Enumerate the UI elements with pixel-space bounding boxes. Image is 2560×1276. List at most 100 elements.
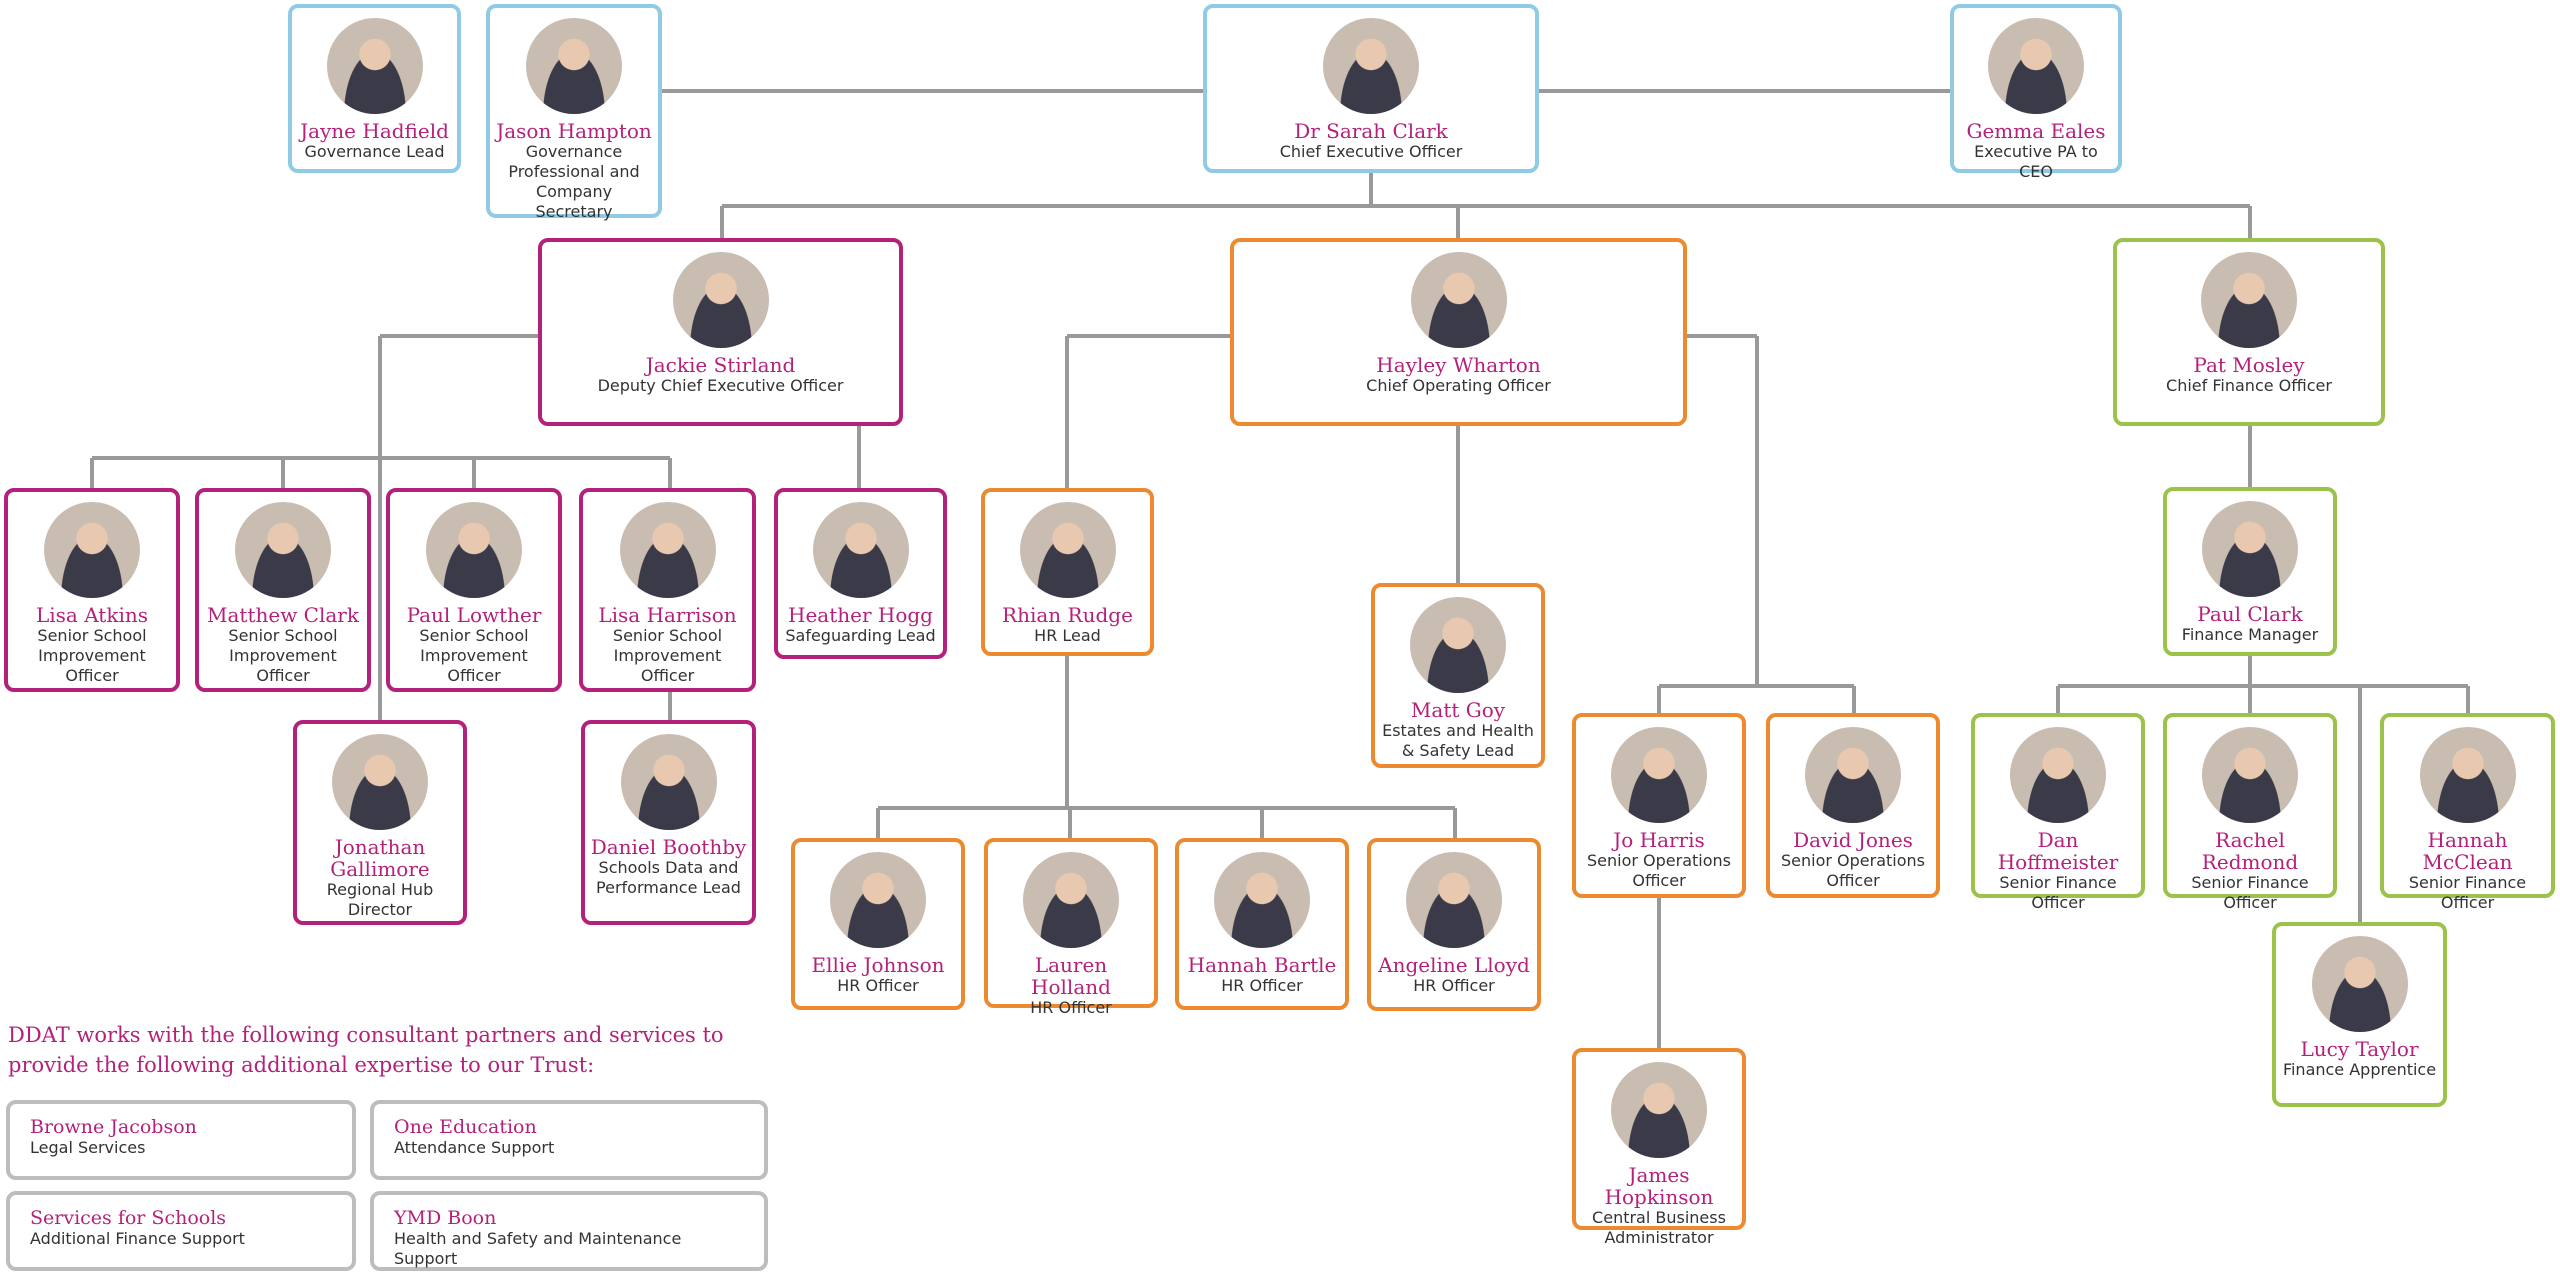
person-photo — [1410, 597, 1506, 693]
person-role: HR Officer — [837, 976, 919, 995]
person-role: Executive PA to CEO — [1974, 142, 2098, 181]
person-card: Angeline Lloyd HR Officer — [1367, 838, 1541, 1011]
person-role: Senior School Improvement Officer — [228, 626, 338, 685]
person-role: Senior Finance Officer — [2191, 873, 2309, 912]
partner-card: Browne Jacobson Legal Services — [6, 1100, 356, 1180]
person-card: James Hopkinson Central Business Adminis… — [1572, 1048, 1746, 1247]
person-role: Senior Operations Officer — [1587, 851, 1731, 890]
person-role: Safeguarding Lead — [785, 626, 936, 645]
person-card: Jackie Stirland Deputy Chief Executive O… — [538, 238, 903, 426]
partner-name: One Education — [394, 1116, 537, 1138]
partner-card: One Education Attendance Support — [370, 1100, 768, 1180]
person-role: HR Officer — [1221, 976, 1303, 995]
partner-service: Health and Safety and Maintenance Suppor… — [394, 1229, 682, 1268]
person-photo — [830, 852, 926, 948]
person-name: Jonathan Gallimore — [330, 835, 430, 881]
person-name: Jayne Hadfield — [300, 119, 449, 143]
person-name: Pat Mosley — [2193, 353, 2305, 377]
person-card: Lisa Harrison Senior School Improvement … — [579, 488, 756, 692]
person-name: Lisa Atkins — [35, 603, 148, 627]
person-photo — [326, 18, 423, 114]
person-card: Lauren Holland HR Officer — [984, 838, 1158, 1017]
person-card: Dr Sarah Clark Chief Executive Officer — [1203, 4, 1539, 173]
person-card: Jo Harris Senior Operations Officer — [1572, 713, 1746, 898]
person-name: Matthew Clark — [207, 603, 359, 627]
person-photo — [2202, 501, 2298, 597]
person-role: Regional Hub Director — [326, 880, 434, 919]
person-role: Chief Executive Officer — [1279, 142, 1463, 161]
person-photo — [44, 502, 140, 598]
person-photo — [2201, 252, 2297, 348]
person-card: Paul Clark Finance Manager — [2163, 487, 2337, 656]
partner-name: Browne Jacobson — [30, 1116, 197, 1138]
person-card: Hannah McClean Senior Finance Officer — [2380, 713, 2555, 912]
person-role: Chief Finance Officer — [2166, 376, 2332, 395]
person-photo — [526, 18, 622, 114]
person-photo — [2419, 727, 2516, 823]
person-name: Paul Lowther — [406, 603, 542, 627]
person-name: Paul Clark — [2197, 602, 2303, 626]
person-name: Ellie Johnson — [811, 953, 945, 977]
person-role: Schools Data and Performance Lead — [596, 858, 741, 897]
person-photo — [1323, 18, 1419, 114]
person-photo — [812, 502, 909, 598]
person-card: Jonathan Gallimore Regional Hub Director — [293, 720, 467, 925]
person-card: Pat Mosley Chief Finance Officer — [2113, 238, 2385, 426]
person-photo — [2010, 727, 2106, 823]
partner-service: Legal Services — [30, 1138, 146, 1157]
person-photo — [2202, 727, 2298, 823]
partner-service: Attendance Support — [394, 1138, 555, 1157]
person-card: Lisa Atkins Senior School Improvement Of… — [4, 488, 180, 692]
person-role: Finance Apprentice — [2282, 1060, 2437, 1079]
person-photo — [2311, 936, 2408, 1032]
person-role: Governance Professional and Company Secr… — [508, 142, 640, 221]
person-role: Deputy Chief Executive Officer — [597, 376, 844, 395]
person-role: Estates and Health & Safety Lead — [1382, 721, 1534, 760]
person-card: Rachel Redmond Senior Finance Officer — [2163, 713, 2337, 912]
person-card: Matt Goy Estates and Health & Safety Lea… — [1371, 583, 1545, 768]
person-role: Central Business Administrator — [1592, 1208, 1726, 1247]
person-role: Senior School Improvement Officer — [419, 626, 529, 685]
person-photo — [332, 734, 428, 830]
person-photo — [1410, 252, 1507, 348]
person-photo — [1023, 852, 1119, 948]
person-name: Dan Hoffmeister — [1997, 828, 2119, 874]
person-role: Senior Finance Officer — [1999, 873, 2117, 912]
person-name: Lucy Taylor — [2300, 1037, 2419, 1061]
person-name: Angeline Lloyd — [1378, 953, 1530, 977]
person-role: Senior School Improvement Officer — [37, 626, 147, 685]
person-photo — [1214, 852, 1310, 948]
person-card: Jayne Hadfield Governance Lead — [288, 4, 461, 173]
person-photo — [1988, 18, 2084, 114]
person-card: Daniel Boothby Schools Data and Performa… — [581, 720, 756, 925]
person-photo — [1406, 852, 1502, 948]
partner-name: Services for Schools — [30, 1207, 227, 1229]
person-card: Hayley Wharton Chief Operating Officer — [1230, 238, 1687, 426]
person-role: HR Officer — [1030, 998, 1112, 1017]
person-name: Rhian Rudge — [1002, 603, 1133, 627]
person-card: Jason Hampton Governance Professional an… — [486, 4, 662, 221]
person-name: Rachel Redmond — [2201, 828, 2299, 874]
person-name: Jason Hampton — [496, 119, 652, 143]
person-name: Hannah Bartle — [1187, 953, 1337, 977]
person-card: Rhian Rudge HR Lead — [981, 488, 1154, 656]
person-name: Gemma Eales — [1966, 119, 2106, 143]
person-name: Heather Hogg — [788, 603, 933, 627]
person-role: HR Lead — [1034, 626, 1101, 645]
person-card: Matthew Clark Senior School Improvement … — [195, 488, 371, 692]
person-role: HR Officer — [1413, 976, 1495, 995]
person-name: Hayley Wharton — [1376, 353, 1541, 377]
person-role: Governance Lead — [304, 142, 445, 161]
person-name: Matt Goy — [1410, 698, 1506, 722]
person-card: Paul Lowther Senior School Improvement O… — [386, 488, 562, 692]
partners-intro: DDAT works with the following consultant… — [8, 1023, 724, 1077]
person-photo — [235, 502, 331, 598]
person-name: Lisa Harrison — [598, 603, 737, 627]
person-card: Dan Hoffmeister Senior Finance Officer — [1971, 713, 2145, 912]
partner-service: Additional Finance Support — [30, 1229, 245, 1248]
person-name: Hannah McClean — [2422, 828, 2513, 874]
person-role: Chief Operating Officer — [1366, 376, 1551, 395]
person-card: Heather Hogg Safeguarding Lead — [774, 488, 947, 659]
person-photo — [1611, 1062, 1707, 1158]
